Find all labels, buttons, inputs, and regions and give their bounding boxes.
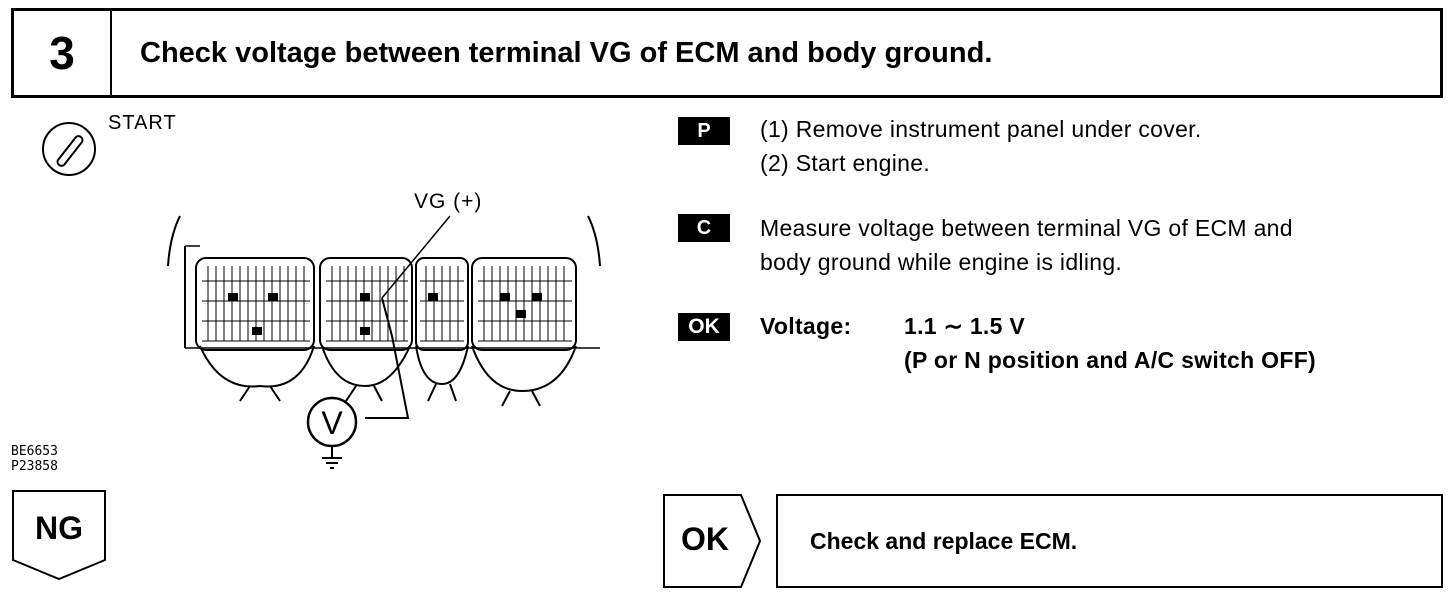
- check-line-2: body ground while engine is idling.: [760, 249, 1123, 275]
- spec-label: Voltage:: [760, 313, 852, 339]
- step-header: 3 Check voltage between terminal VG of E…: [11, 8, 1443, 98]
- spec-value: 1.1 ∼ 1.5 V: [904, 313, 1026, 339]
- ok-arrow-icon: [663, 494, 761, 588]
- ref-code-1: BE6653: [11, 444, 58, 459]
- step-title: Check voltage between terminal VG of ECM…: [140, 36, 993, 69]
- ignition-key-icon: [42, 122, 96, 176]
- check-line-1: Measure voltage between terminal VG of E…: [760, 215, 1293, 241]
- ok-action-box: Check and replace ECM.: [776, 494, 1443, 588]
- check-instructions: Measure voltage between terminal VG of E…: [760, 211, 1293, 279]
- ng-outcome: NG: [12, 490, 106, 580]
- reference-codes: BE6653 P23858: [11, 444, 58, 474]
- terminal-label: VG (+): [414, 190, 482, 213]
- prep-badge: P: [678, 117, 730, 145]
- step-number: 3: [14, 11, 112, 95]
- prep-instructions: (1) Remove instrument panel under cover.…: [760, 112, 1202, 180]
- prep-line-1: (1) Remove instrument panel under cover.: [760, 116, 1202, 142]
- check-badge: C: [678, 214, 730, 242]
- ecm-connector-diagram: V VG (+): [167, 190, 601, 469]
- ng-label: NG: [35, 510, 83, 546]
- voltmeter-symbol: V: [321, 405, 343, 441]
- spec-condition: (P or N position and A/C switch OFF): [904, 347, 1317, 373]
- prep-line-2: (2) Start engine.: [760, 150, 931, 176]
- spec-block: 1.1 ∼ 1.5 V (P or N position and A/C swi…: [904, 309, 1316, 377]
- ng-pentagon-icon: [12, 490, 106, 580]
- spec-badge: OK: [678, 313, 730, 341]
- ok-label: OK: [681, 521, 729, 557]
- ref-code-2: P23858: [11, 459, 58, 474]
- ok-outcome: OK: [663, 494, 761, 588]
- ok-action: Check and replace ECM.: [810, 527, 1078, 554]
- start-label: START: [108, 112, 177, 134]
